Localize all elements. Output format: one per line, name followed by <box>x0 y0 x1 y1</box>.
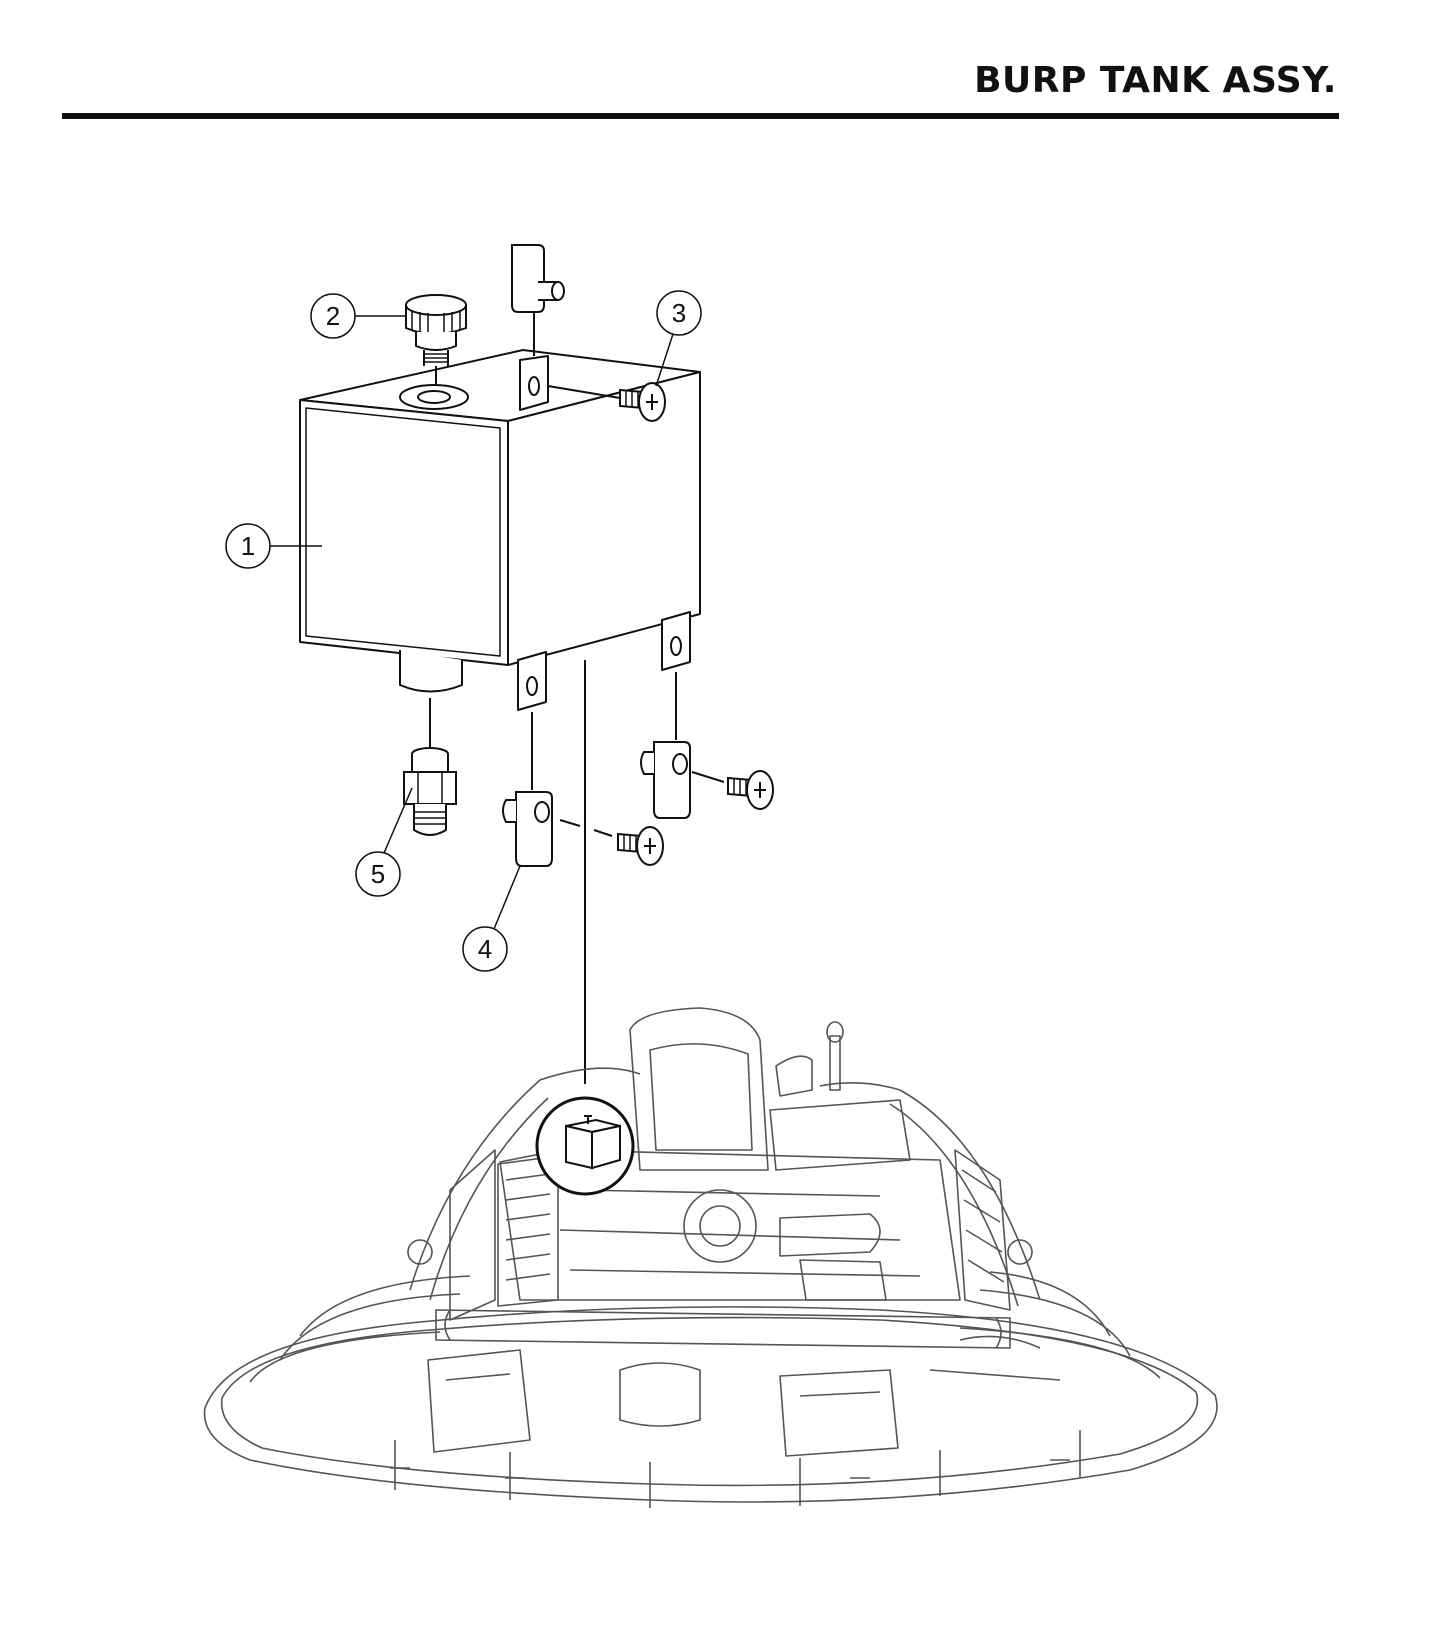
filter-cap <box>405 294 467 366</box>
u-nut-clip-left <box>502 791 553 867</box>
callout-5: 5 <box>355 787 413 897</box>
guard-ring <box>220 1316 1199 1487</box>
callout-2: 2 <box>310 293 405 339</box>
burp-tank <box>299 349 701 711</box>
page-title: BURP TANK ASSY. <box>974 60 1337 101</box>
u-nut-clip-top <box>511 244 565 313</box>
mini-tank <box>565 1115 621 1170</box>
callout-label: 2 <box>326 301 340 331</box>
screw-top <box>619 382 666 422</box>
callout-3: 3 <box>655 290 702 387</box>
callout-1: 1 <box>225 523 322 569</box>
guard-ring <box>279 1289 1131 1361</box>
callout-label: 4 <box>478 934 492 964</box>
guard-ring <box>249 1327 1161 1383</box>
callout-4: 4 <box>462 865 521 972</box>
callout-label: 1 <box>241 531 255 561</box>
title-rule <box>62 113 1339 119</box>
cross-tube <box>435 1309 1011 1349</box>
frame-arch <box>889 1103 1019 1307</box>
frame-arch <box>819 1082 1041 1301</box>
seat <box>629 1007 769 1171</box>
callout-label: 5 <box>371 859 385 889</box>
guard-ring <box>299 1271 1111 1337</box>
hose-fitting <box>403 747 457 836</box>
assembly-lines <box>429 312 725 1084</box>
screw-right <box>727 770 774 810</box>
power-trowel-machine <box>203 1007 1218 1508</box>
location-highlight <box>535 1096 635 1196</box>
screw-left <box>617 826 664 866</box>
u-nut-clip-right <box>640 741 691 819</box>
frame-arch <box>409 1067 641 1291</box>
callout-label: 3 <box>672 298 686 328</box>
guard-ring <box>203 1306 1218 1503</box>
frame-arch <box>429 1097 549 1301</box>
